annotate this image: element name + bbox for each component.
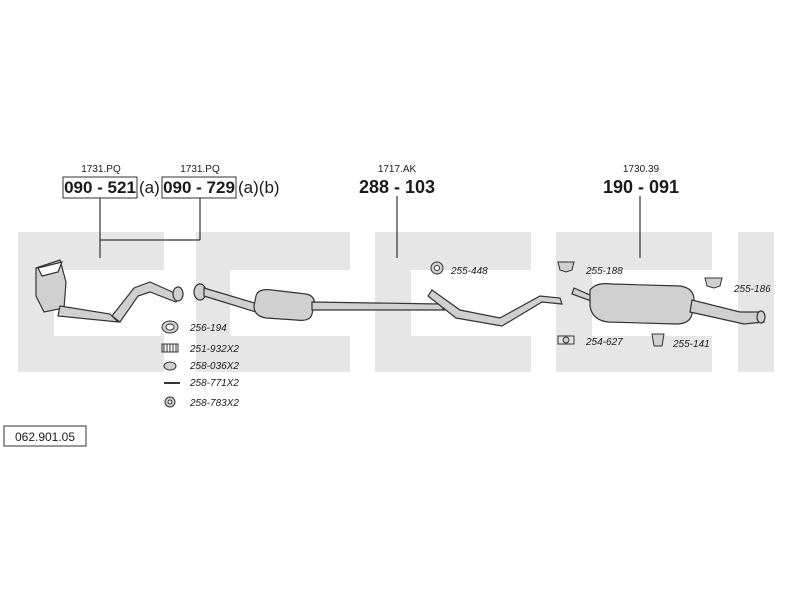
accessory-label: 258-783X2 <box>189 398 239 409</box>
washer-hole <box>167 399 173 405</box>
part-ref-1: 1731.PQ <box>81 164 121 175</box>
band-block-11 <box>592 232 712 270</box>
center-silencer <box>193 283 563 327</box>
part-ref-2: 1731.PQ <box>180 164 220 175</box>
bracket-icon-2 <box>704 277 723 289</box>
spring-coils <box>163 344 177 352</box>
part-number-1: 090 - 521 <box>64 178 136 197</box>
catalytic-converter <box>35 259 184 323</box>
catalog-number: 062.901.05 <box>3 425 87 447</box>
part-number-3: 288 - 103 <box>359 177 435 197</box>
accessory-icons <box>161 261 723 408</box>
part-suffix-2: (a)(b) <box>238 178 280 197</box>
band-block-7 <box>375 232 411 372</box>
band-block-2 <box>54 232 164 270</box>
clamp-icon <box>557 335 575 345</box>
catalog-number-text: 062.901.05 <box>15 430 75 444</box>
part-number-box-1 <box>62 176 138 199</box>
front-pipe-lower <box>57 305 120 323</box>
front-pipe-upper <box>111 281 181 323</box>
part-ref-4: 1730.39 <box>623 164 660 175</box>
gasket-ring-hole <box>165 323 175 331</box>
tail-pipe-end <box>756 310 766 324</box>
accessory-label: 254-627 <box>585 337 623 348</box>
leader-lines <box>99 196 641 258</box>
band-block-5 <box>230 232 350 270</box>
band-block-3 <box>54 336 164 372</box>
background-bands <box>18 232 774 372</box>
band-block-10 <box>556 232 592 372</box>
center-pipe-middle <box>311 301 446 311</box>
front-pipe-flange <box>172 286 184 302</box>
part-suffix-1: (a) <box>139 178 160 197</box>
band-block-6 <box>230 336 350 372</box>
accessory-label: 255-186 <box>733 284 771 295</box>
catalog-number-box <box>3 425 87 447</box>
accessory-label: 256-194 <box>189 323 227 334</box>
band-block-12 <box>592 336 712 372</box>
accessory-label: 251-932X2 <box>189 344 239 355</box>
nut-icon <box>163 361 177 371</box>
center-pipe-outlet <box>427 289 563 327</box>
accessory-label: 255-448 <box>450 266 488 277</box>
band-block-13 <box>738 232 774 372</box>
accessory-label: 258-771X2 <box>189 378 239 389</box>
catalyst-flange <box>37 261 63 277</box>
part-number-4: 190 - 091 <box>603 177 679 197</box>
rear-silencer <box>571 283 766 325</box>
accessory-labels: 256-194 251-932X2 258-036X2 258-771X2 25… <box>189 266 771 409</box>
part-number-box-2 <box>161 176 237 199</box>
rubber-mount-hole <box>434 265 440 271</box>
part-references: 1731.PQ 1731.PQ 1717.AK 1730.39 <box>81 164 659 175</box>
part-numbers: 090 - 521 (a) 090 - 729 (a)(b) 288 - 103… <box>62 176 679 199</box>
accessory-label: 255-141 <box>672 339 710 350</box>
center-silencer-body <box>253 289 315 321</box>
part-number-2: 090 - 729 <box>163 178 235 197</box>
hanger-icon <box>651 333 665 347</box>
accessory-label: 255-188 <box>585 266 623 277</box>
part-ref-3: 1717.AK <box>378 164 417 175</box>
bracket-icon-1 <box>557 261 575 273</box>
band-block-9 <box>411 336 531 372</box>
rear-silencer-body <box>589 283 695 325</box>
accessory-label: 258-036X2 <box>189 361 239 372</box>
clamp-center <box>562 336 570 344</box>
band-block-8 <box>411 232 531 270</box>
